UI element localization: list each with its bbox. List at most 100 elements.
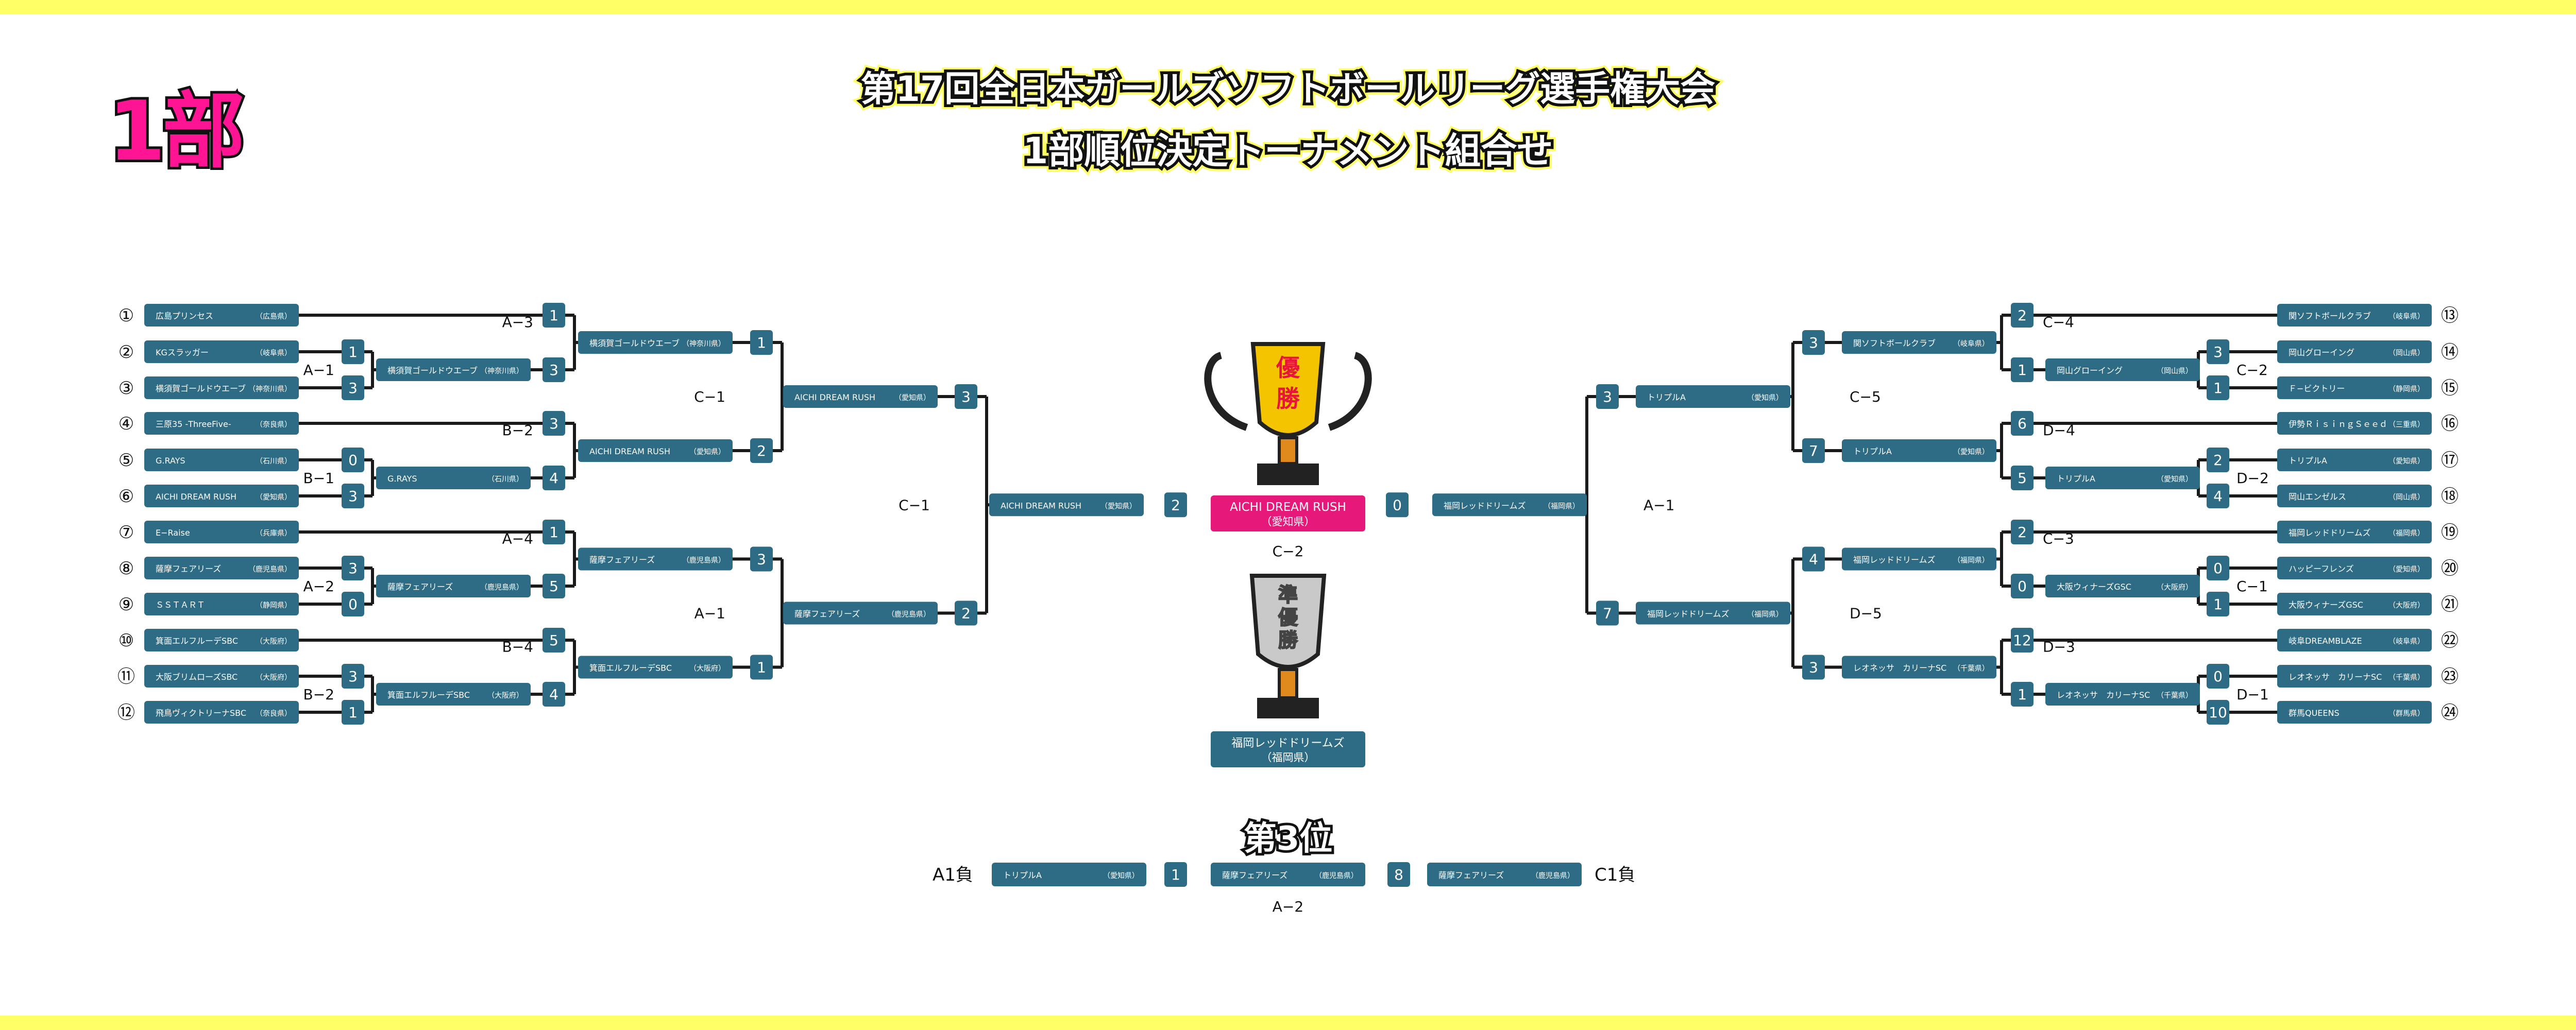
trophy-silver-icon: 準 優 勝 — [1249, 574, 1327, 718]
score-box-r2: 5 — [543, 628, 565, 653]
team-box-r1: 岡山エンゼルス（岡山県） — [2277, 485, 2432, 507]
team-pref: （石川県） — [256, 457, 292, 466]
seed-number: ⑩ — [118, 630, 134, 651]
team-box-r1: ＳＳＴＡＲＴ（静岡県） — [144, 593, 299, 615]
svg-text:8: 8 — [1394, 866, 1403, 883]
team-name: 横須賀ゴールドウエーブ — [387, 366, 478, 375]
third-match-label: A−2 — [1273, 898, 1303, 915]
team-name: 箕面エルフルーデSBC — [156, 636, 238, 646]
svg-text:1: 1 — [2018, 362, 2027, 379]
team-name: KGスラッガー — [156, 348, 209, 357]
team-box-r1: 大阪ウィナーズGSC（大阪府） — [2277, 593, 2432, 615]
team-pref: （福岡県） — [1953, 557, 1989, 565]
score-box-r2: 1 — [2011, 357, 2033, 382]
score-box-r1: 3 — [2207, 339, 2229, 364]
team-pref: （岐阜県） — [256, 349, 292, 357]
team-name: トリプルA — [1003, 870, 1042, 880]
team-pref: （千葉県） — [1953, 665, 1989, 673]
match-label: C−2 — [2236, 362, 2268, 379]
team-pref: （愛知県） — [1747, 393, 1783, 402]
third-left-team: トリプルA（愛知県） — [992, 863, 1146, 886]
score-box-r1: 3 — [342, 664, 364, 689]
team-box-r1: 関ソフトボールクラブ（岐阜県） — [2277, 304, 2432, 327]
team-name: 薩摩フェアリーズ — [1438, 870, 1504, 880]
score-box-r1: 1 — [2207, 592, 2229, 616]
svg-text:0: 0 — [1393, 496, 1402, 513]
score-box-r2: 4 — [543, 466, 565, 490]
score-box-qf: 2 — [750, 438, 773, 463]
team-box-r2: G.RAYS（石川県） — [376, 467, 531, 489]
team-box-sf: トリプルA （愛知県） — [1636, 385, 1790, 408]
team-name: G.RAYS — [156, 456, 185, 466]
team-name: トリプルA — [1647, 392, 1686, 402]
match-label: D−4 — [2043, 422, 2075, 439]
score-box-qf: 3 — [750, 546, 773, 572]
team-name: 岡山グローイング — [2057, 366, 2123, 375]
score-box-qf: 1 — [750, 330, 773, 355]
svg-text:0: 0 — [2213, 560, 2223, 577]
seed-number: ② — [118, 342, 134, 363]
score-box-r1: 0 — [2207, 664, 2229, 689]
score-box-r2: 2 — [2011, 303, 2033, 328]
team-pref: （大阪府） — [487, 692, 523, 700]
team-pref: （愛知県） — [894, 393, 930, 402]
runner-up-team: 福岡レッドドリームズ — [1231, 737, 1344, 750]
match-label: C−5 — [1850, 388, 1881, 405]
seed-number: ⑫ — [117, 702, 135, 723]
team-box-r1: 箕面エルフルーデSBC（大阪府） — [144, 629, 299, 651]
team-pref: （愛知県） — [1953, 448, 1989, 456]
score-box-sf: 3 — [1596, 384, 1619, 409]
team-pref: （岐阜県） — [2388, 312, 2425, 321]
team-pref: （大阪府） — [2157, 583, 2193, 592]
team-pref: （岡山県） — [2388, 493, 2425, 502]
score-box-r1: 0 — [342, 592, 364, 616]
final-match-label: C−2 — [1273, 543, 1304, 560]
score-box-r2: 1 — [2011, 682, 2033, 707]
svg-text:6: 6 — [2018, 415, 2027, 432]
score-box-sf: 2 — [955, 600, 977, 626]
svg-text:2: 2 — [2018, 307, 2027, 324]
seed-number: ⑤ — [118, 450, 134, 471]
team-pref: （鹿児島県） — [248, 565, 292, 574]
team-box-r1: 岐阜DREAMBLAZE（岐阜県） — [2277, 629, 2432, 651]
team-box-r1: 大阪ブリムローズSBC（大阪府） — [144, 665, 299, 688]
svg-text:勝: 勝 — [1276, 385, 1300, 413]
team-pref: （岡山県） — [2157, 367, 2193, 375]
team-box-sf: AICHI DREAM RUSH（愛知県） — [783, 385, 938, 408]
team-box-r2: 大阪ウィナーズGSC（大阪府） — [2045, 575, 2200, 597]
match-label: D−2 — [2236, 470, 2269, 487]
svg-text:1: 1 — [348, 704, 358, 721]
match-label: B−4 — [502, 639, 533, 656]
svg-text:3: 3 — [348, 668, 358, 685]
title-line1: 第17回全日本ガールズソフトボールリーグ選手権大会 — [858, 69, 1718, 110]
seed-number: ⑳ — [2441, 558, 2459, 579]
team-name: 広島プリンセス — [156, 311, 213, 321]
team-box-r1: KGスラッガー （岐阜県） — [144, 340, 299, 363]
top-yellow-band — [0, 0, 2576, 14]
score-box-r1: 4 — [2207, 484, 2229, 508]
team-pref: （岡山県） — [2388, 349, 2425, 357]
svg-text:0: 0 — [2213, 668, 2223, 685]
team-name: 大阪ブリムローズSBC — [156, 672, 238, 682]
title-line2-outline: 1部順位決定トーナメント組合せ — [1018, 128, 1558, 174]
svg-text:3: 3 — [549, 362, 558, 379]
match-label: A−1 — [1643, 496, 1674, 513]
team-box-r1: 岡山グローイング（岡山県） — [2277, 340, 2432, 363]
team-box-r1: ハッピーフレンズ（愛知県） — [2277, 557, 2432, 579]
score-box-r2: 3 — [543, 411, 565, 436]
seed-number: ③ — [118, 378, 134, 399]
score-box-qf: 1 — [750, 655, 773, 680]
seed-number: ⑱ — [2441, 486, 2459, 507]
svg-text:7: 7 — [1603, 605, 1612, 622]
svg-text:4: 4 — [1809, 551, 1818, 568]
third-right-team: 薩摩フェアリーズ（鹿児島県） — [1427, 863, 1582, 886]
svg-text:0: 0 — [348, 596, 358, 613]
svg-text:3: 3 — [1603, 388, 1612, 405]
svg-text:1: 1 — [757, 659, 766, 676]
team-box-r1: E−Raise（兵庫県） — [144, 521, 299, 543]
team-name: AICHI DREAM RUSH — [156, 492, 236, 502]
score-box-r1: 3 — [342, 556, 364, 580]
svg-text:2: 2 — [2018, 524, 2027, 541]
third-left-label: A1負 — [933, 865, 973, 885]
runner-up-pref: （福岡県） — [1261, 751, 1315, 764]
